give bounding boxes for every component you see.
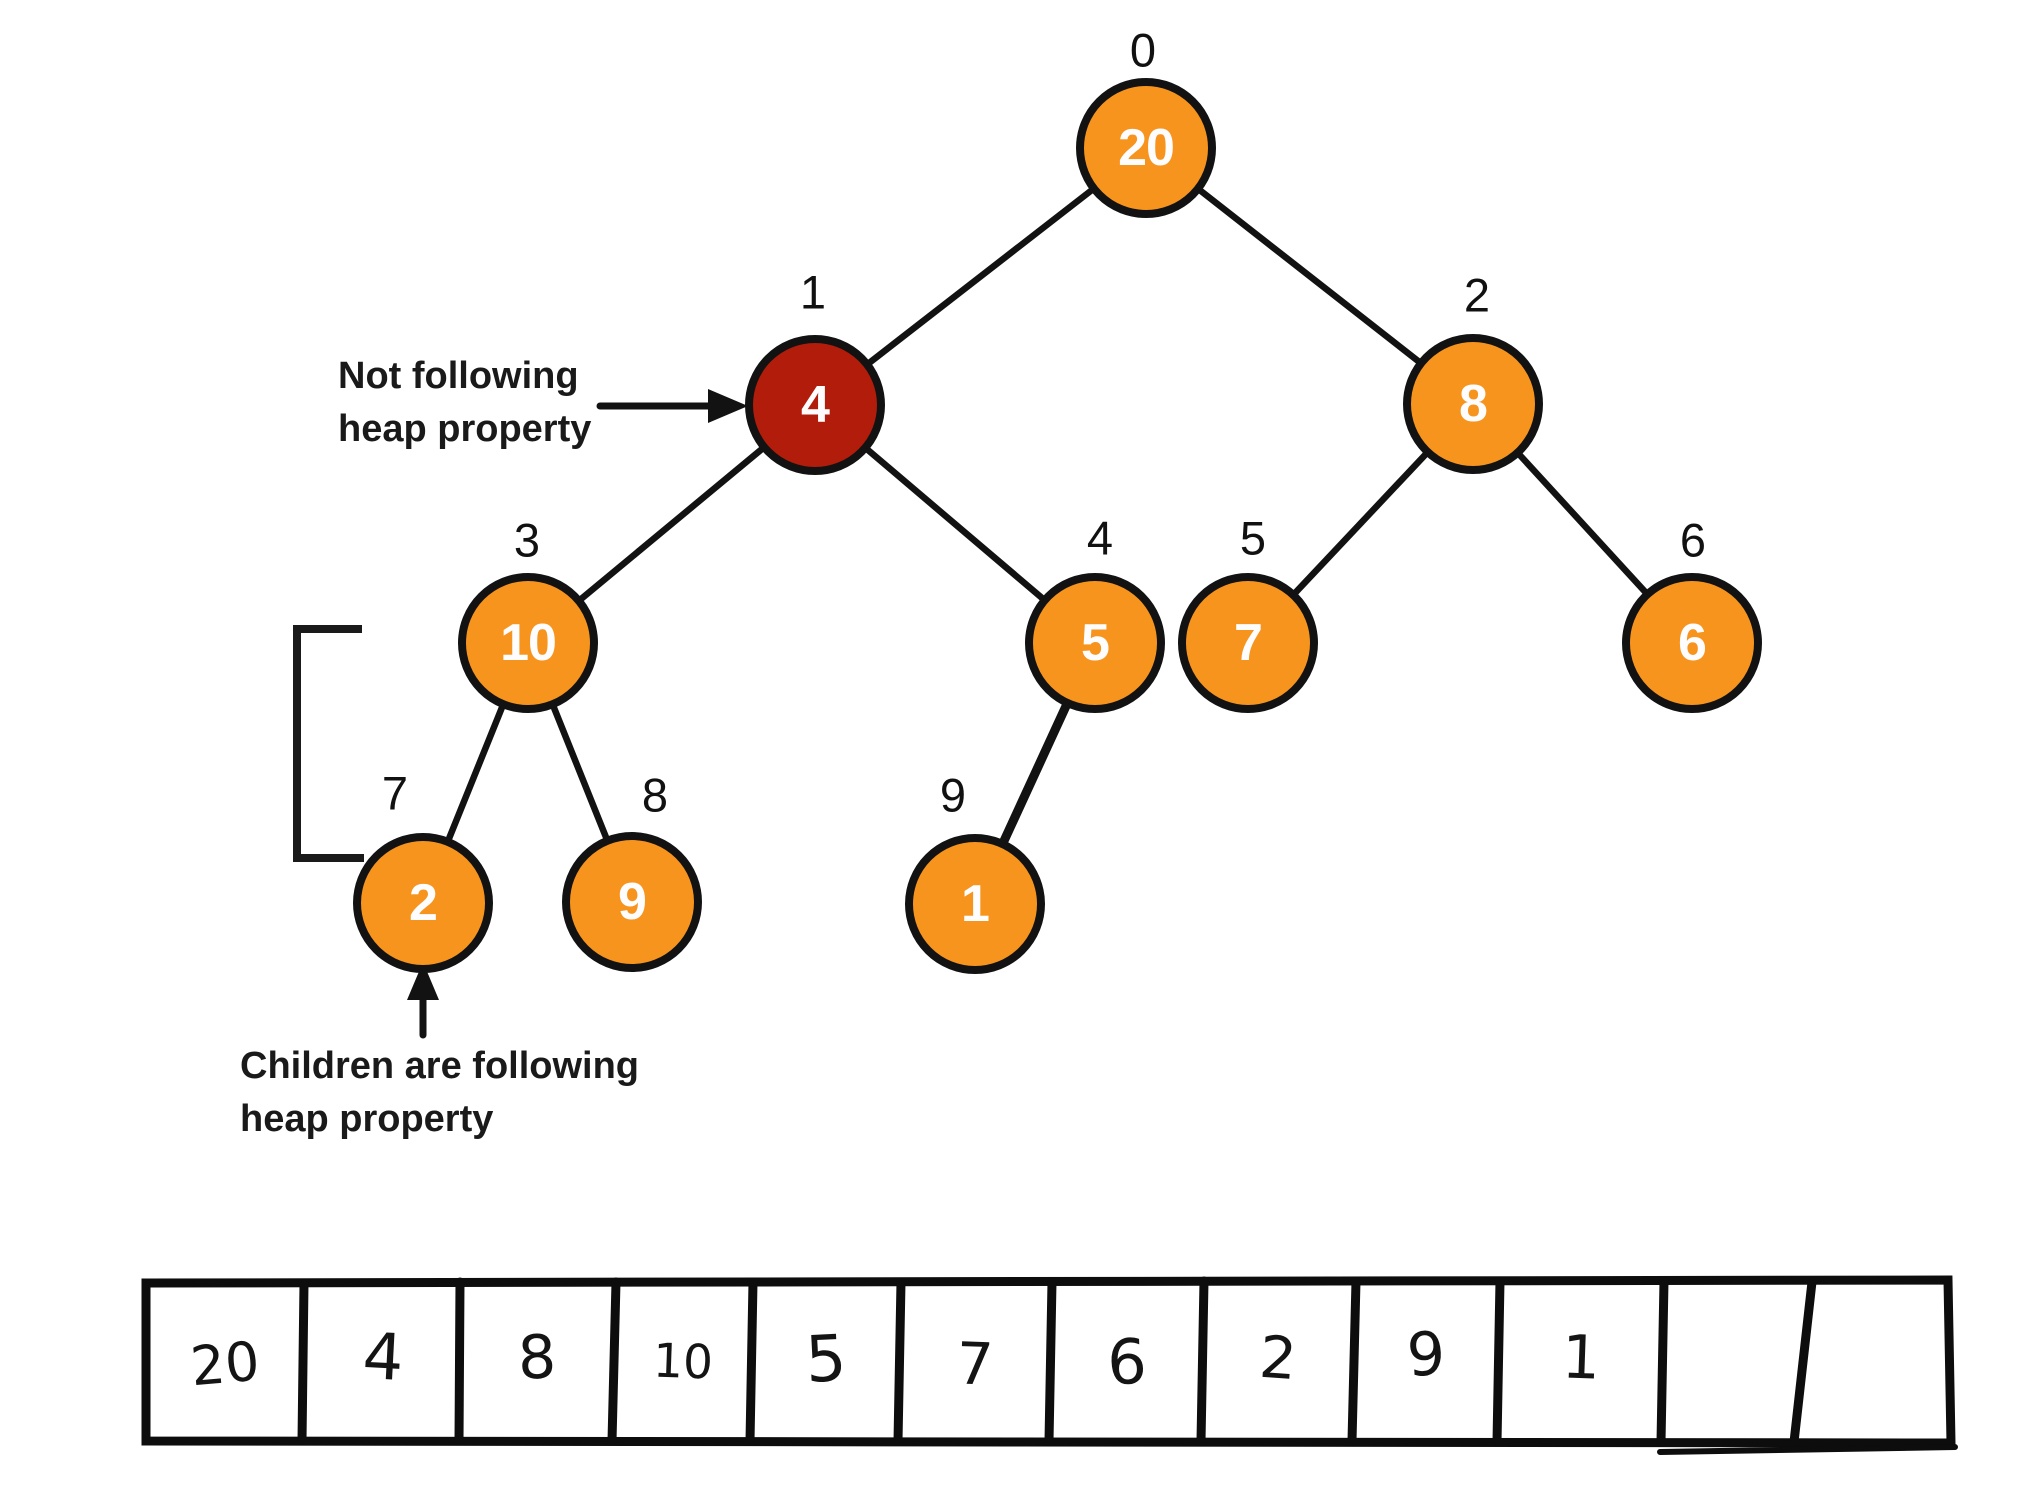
array-cell-3: 10 <box>652 1333 714 1391</box>
subtree-bracket <box>293 625 364 862</box>
tree-edges <box>419 144 1696 909</box>
node-index-label-3: 3 <box>513 513 541 567</box>
heap-node-7: 2 <box>353 833 493 973</box>
annotation-line: Not following <box>338 355 579 397</box>
heap-node-8: 9 <box>562 832 702 972</box>
arrow-right-icon <box>596 389 748 423</box>
array-cell-1: 4 <box>360 1319 406 1397</box>
heap-node-1: 4 <box>745 335 885 475</box>
heap-node-4: 5 <box>1025 573 1165 713</box>
heap-node-2: 8 <box>1403 334 1543 474</box>
annotation-line: heap property <box>240 1098 494 1140</box>
node-index-label-5: 5 <box>1239 511 1267 565</box>
array-cell-6: 6 <box>1106 1324 1148 1400</box>
node-index-label-1: 1 <box>799 265 827 319</box>
node-index-label-6: 6 <box>1679 513 1707 567</box>
heap-node-3: 10 <box>458 573 598 713</box>
arrow-up-icon <box>407 962 439 1039</box>
heap-node-9: 1 <box>905 834 1045 974</box>
array-cell-4: 5 <box>803 1321 849 1399</box>
array-cell-8: 9 <box>1405 1319 1447 1391</box>
heap-node-0: 20 <box>1076 78 1216 218</box>
annotation-not-following: Not following heap property <box>338 350 591 456</box>
node-index-label-2: 2 <box>1463 268 1491 322</box>
heap-node-6: 6 <box>1622 573 1762 713</box>
array-cell-2: 8 <box>516 1322 558 1394</box>
node-index-label-8: 8 <box>641 768 669 822</box>
annotation-line: heap property <box>338 408 592 450</box>
node-index-label-0: 0 <box>1129 23 1157 77</box>
array-cell-7: 2 <box>1257 1322 1299 1394</box>
heap-node-5: 7 <box>1178 573 1318 713</box>
array-cell-0: 20 <box>188 1329 262 1399</box>
array-cell-9: 1 <box>1560 1322 1602 1394</box>
array-grid <box>141 1275 1958 1455</box>
node-index-label-9: 9 <box>939 768 967 822</box>
annotation-children-following: Children are following heap property <box>240 1040 639 1146</box>
node-index-label-4: 4 <box>1086 511 1114 565</box>
node-index-label-7: 7 <box>381 766 409 820</box>
array-cell-5: 7 <box>955 1329 995 1399</box>
annotation-line: Children are following <box>240 1045 640 1087</box>
